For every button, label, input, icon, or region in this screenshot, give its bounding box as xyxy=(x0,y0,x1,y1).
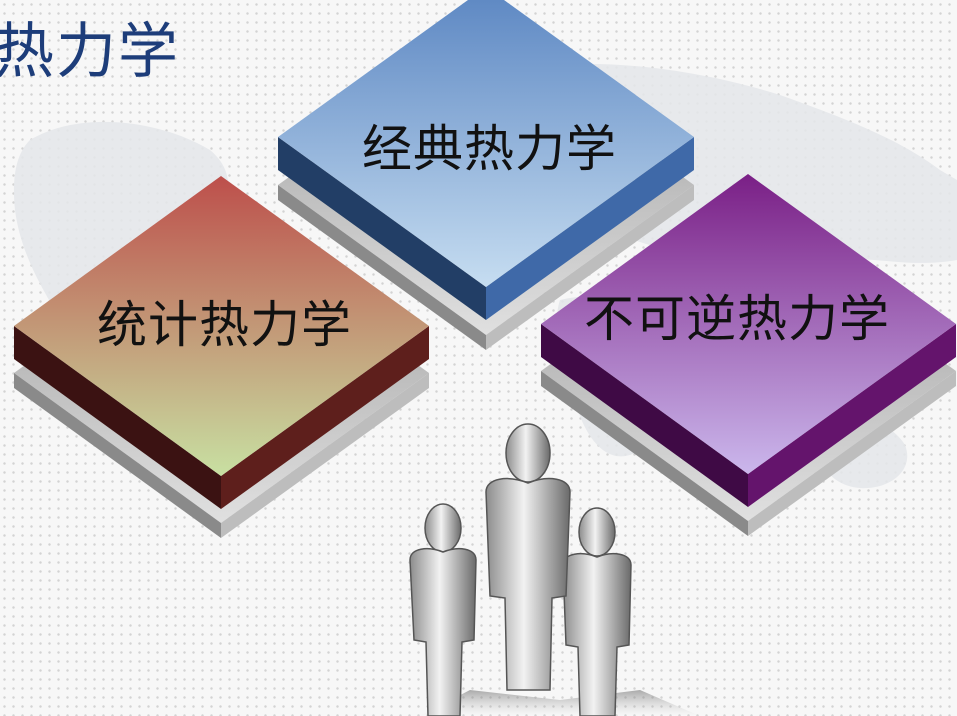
page-title: 热力学 xyxy=(0,17,180,87)
tile-irreversible-label: 不可逆热力学 xyxy=(584,290,890,348)
tile-irreversible xyxy=(541,174,956,536)
tile-classical-base-left xyxy=(278,185,486,350)
tile-irreversible-left-face xyxy=(541,324,748,507)
tile-statistical-base-right xyxy=(221,373,429,538)
person-middle-figure xyxy=(485,423,571,691)
tile-irreversible-right-face xyxy=(748,324,956,507)
tile-statistical-base-left xyxy=(14,373,221,538)
tile-statistical xyxy=(14,176,429,538)
tile-classical-top-face xyxy=(278,0,694,287)
tile-statistical-top-face xyxy=(14,176,429,476)
tile-classical-left-face xyxy=(278,137,486,320)
tile-classical xyxy=(278,0,694,350)
tile-irreversible-base-left xyxy=(541,371,748,536)
tile-irreversible-base-right xyxy=(748,371,956,536)
people-shadow xyxy=(420,690,700,716)
three-people-icon xyxy=(409,423,700,716)
tile-classical-label: 经典热力学 xyxy=(362,120,617,178)
tile-statistical-label: 统计热力学 xyxy=(97,296,352,354)
person-left-figure xyxy=(409,503,477,716)
tile-classical-base-right xyxy=(486,185,694,350)
tile-statistical-left-face xyxy=(14,326,221,509)
tile-classical-right-face xyxy=(486,137,694,320)
tile-irreversible-top-face xyxy=(541,174,956,474)
person-right-figure xyxy=(562,507,632,716)
tile-statistical-right-face xyxy=(221,326,429,509)
